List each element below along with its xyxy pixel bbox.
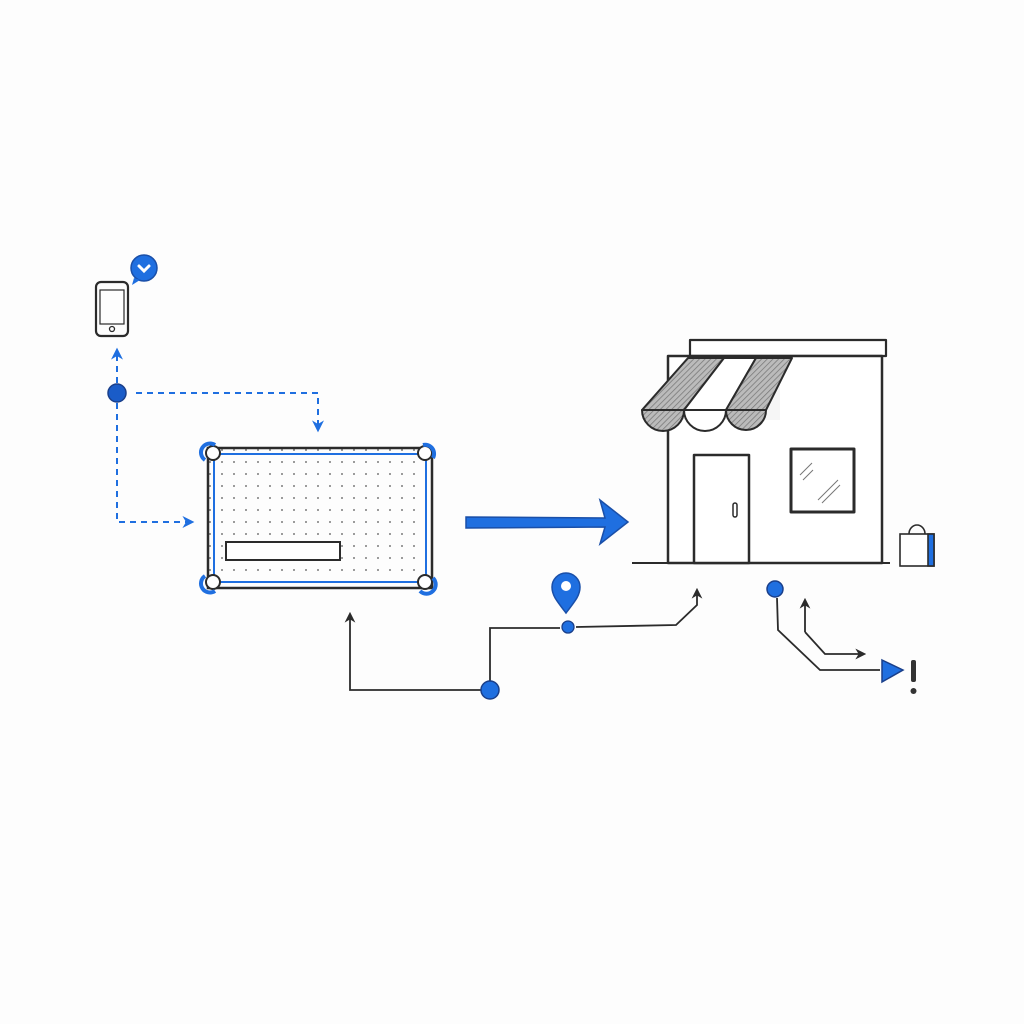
source-node[interactable] [107,383,127,403]
card-input-bar [225,541,341,561]
exclamation-icon [910,660,917,694]
pin-node[interactable] [561,620,575,634]
dashed-connectors [111,347,324,528]
feedback-connectors [344,587,880,691]
awning [641,357,793,432]
dotted-grid-card[interactable] [199,441,438,596]
heart-speech-bubble-icon [130,254,158,285]
store-node[interactable] [766,580,784,598]
junction-node[interactable] [480,680,500,700]
main-flow-arrow [465,497,630,547]
smartphone-icon [94,280,130,338]
play-triangle-icon [881,658,905,684]
store-window [789,447,856,514]
store-door [692,453,751,565]
storefront-icon[interactable] [632,338,890,565]
shopping-bag-icon [899,524,935,567]
location-pin-icon [551,572,581,615]
